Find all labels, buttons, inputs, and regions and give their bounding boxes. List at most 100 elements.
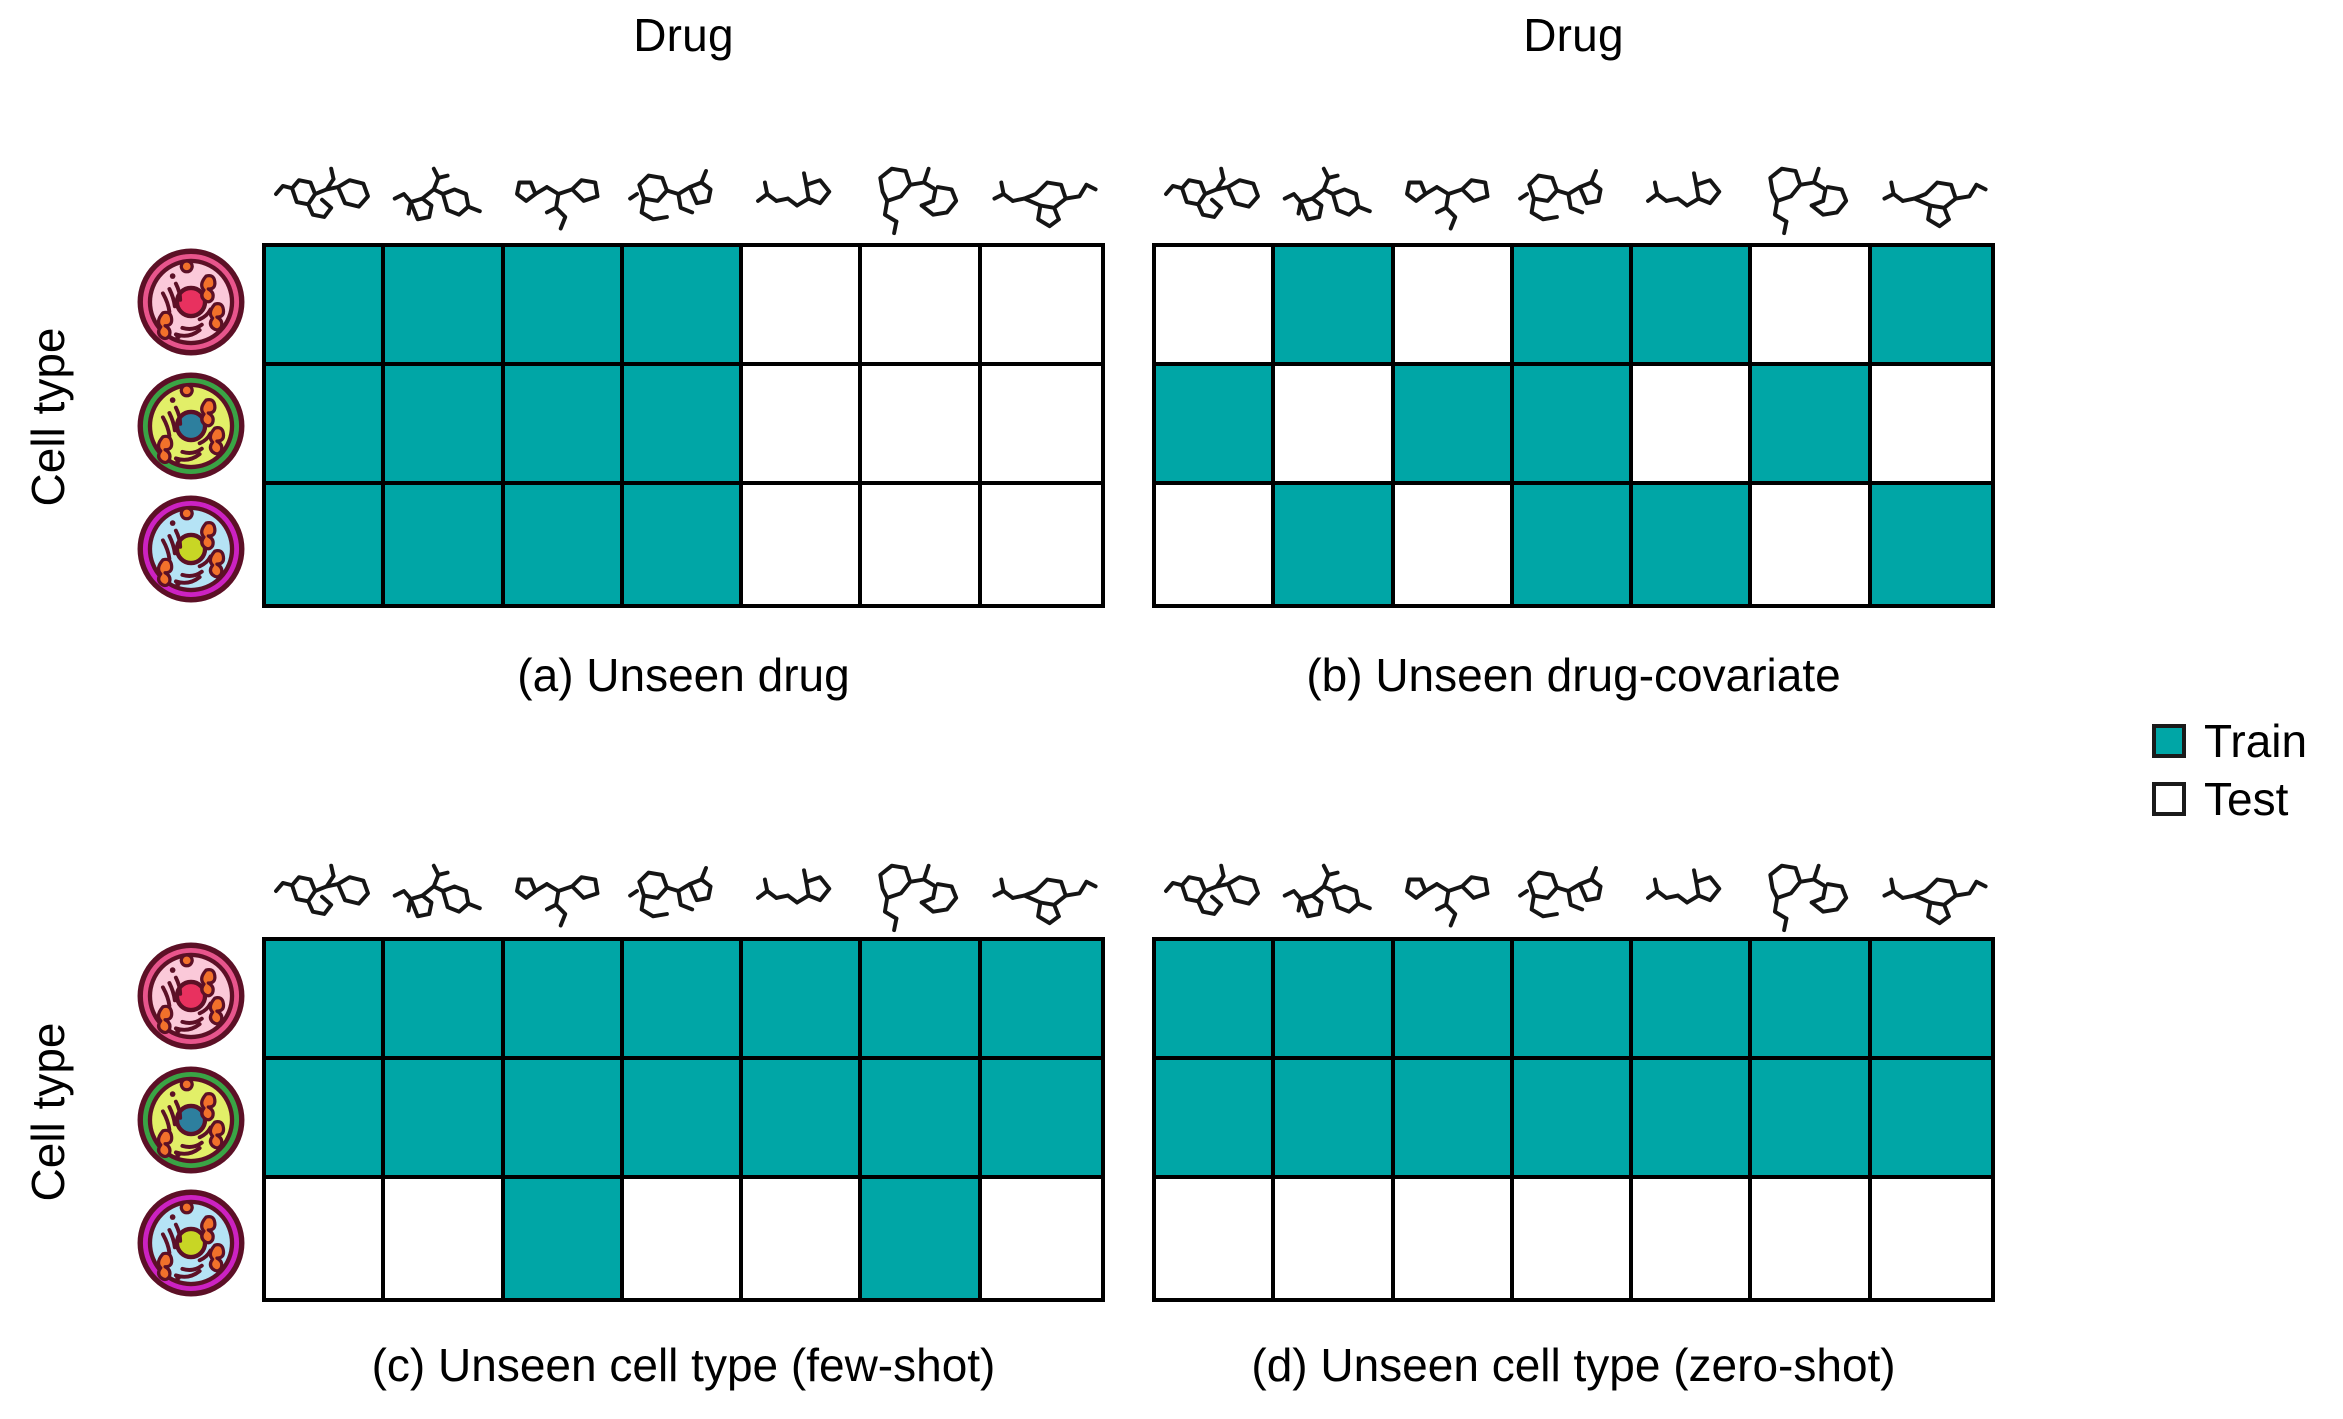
heatmap-cell[interactable] xyxy=(385,1179,505,1298)
legend-item-train[interactable]: Train xyxy=(2152,718,2307,764)
heatmap-cell[interactable] xyxy=(862,1179,982,1298)
heatmap-cell[interactable] xyxy=(1633,1179,1753,1298)
heatmap-cell[interactable] xyxy=(623,1179,744,1298)
heatmap-cell[interactable] xyxy=(862,941,982,1060)
heatmap-cell[interactable] xyxy=(1871,1060,1991,1179)
heatmap-cell[interactable] xyxy=(504,1179,624,1298)
heatmap-cell[interactable] xyxy=(1394,1179,1514,1298)
heatmap-cell[interactable] xyxy=(981,485,1101,604)
heatmap-cell[interactable] xyxy=(1394,1060,1514,1179)
molecule-structure-icon xyxy=(1882,180,1988,229)
heatmap-cell[interactable] xyxy=(743,247,863,366)
cell-type-column-panel-a xyxy=(137,248,247,603)
heatmap-cell[interactable] xyxy=(1275,1179,1395,1298)
heatmap-cell[interactable] xyxy=(1633,485,1753,604)
heatmap-cell[interactable] xyxy=(1394,485,1514,604)
heatmap-cell[interactable] xyxy=(623,941,744,1060)
heatmap-cell[interactable] xyxy=(385,485,505,604)
heatmap-cell[interactable] xyxy=(1871,941,1991,1060)
heatmap-cell[interactable] xyxy=(743,366,863,485)
heatmap-cell[interactable] xyxy=(266,941,386,1060)
heatmap-cell[interactable] xyxy=(1156,366,1276,485)
heatmap-cell[interactable] xyxy=(266,485,386,604)
molecule-strip-panel-d xyxy=(1152,845,1995,937)
heatmap-cell[interactable] xyxy=(1513,247,1634,366)
heatmap-cell[interactable] xyxy=(504,1060,624,1179)
drug-molecule-7 xyxy=(1875,845,1995,937)
heatmap-cell[interactable] xyxy=(1752,485,1872,604)
heatmap-cell[interactable] xyxy=(1752,941,1872,1060)
heatmap-cell[interactable] xyxy=(1752,366,1872,485)
cell-type-3-icon xyxy=(137,1189,245,1297)
heatmap-cell[interactable] xyxy=(623,485,744,604)
heatmap-cell[interactable] xyxy=(1394,247,1514,366)
heatmap-cell[interactable] xyxy=(266,1179,386,1298)
heatmap-cell[interactable] xyxy=(1156,247,1276,366)
drug-molecule-3 xyxy=(503,148,623,240)
heatmap-grid-panel-d[interactable] xyxy=(1152,937,1995,1302)
heatmap-cell[interactable] xyxy=(862,485,982,604)
heatmap-cell[interactable] xyxy=(862,247,982,366)
heatmap-cell[interactable] xyxy=(1871,366,1991,485)
heatmap-cell[interactable] xyxy=(981,941,1101,1060)
heatmap-cell[interactable] xyxy=(1156,1179,1276,1298)
heatmap-cell[interactable] xyxy=(862,1060,982,1179)
heatmap-cell[interactable] xyxy=(1633,941,1753,1060)
heatmap-cell[interactable] xyxy=(1513,1060,1634,1179)
heatmap-cell[interactable] xyxy=(266,1060,386,1179)
heatmap-cell[interactable] xyxy=(1394,941,1514,1060)
heatmap-cell[interactable] xyxy=(266,247,386,366)
heatmap-cell[interactable] xyxy=(1275,941,1395,1060)
heatmap-cell[interactable] xyxy=(1156,1060,1276,1179)
heatmap-cell[interactable] xyxy=(981,1179,1101,1298)
heatmap-cell[interactable] xyxy=(1513,941,1634,1060)
heatmap-cell[interactable] xyxy=(1871,1179,1991,1298)
heatmap-cell[interactable] xyxy=(1633,247,1753,366)
heatmap-cell[interactable] xyxy=(385,247,505,366)
heatmap-cell[interactable] xyxy=(1394,366,1514,485)
heatmap-cell[interactable] xyxy=(743,1179,863,1298)
heatmap-cell[interactable] xyxy=(981,1060,1101,1179)
heatmap-cell[interactable] xyxy=(623,247,744,366)
drug-molecule-7 xyxy=(1875,148,1995,240)
heatmap-cell[interactable] xyxy=(504,941,624,1060)
heatmap-cell[interactable] xyxy=(1871,247,1991,366)
heatmap-cell[interactable] xyxy=(743,941,863,1060)
heatmap-grid-panel-a[interactable] xyxy=(262,243,1105,608)
heatmap-cell[interactable] xyxy=(1275,247,1395,366)
heatmap-cell[interactable] xyxy=(504,247,624,366)
heatmap-cell[interactable] xyxy=(1513,1179,1634,1298)
heatmap-cell[interactable] xyxy=(1275,366,1395,485)
legend-item-test[interactable]: Test xyxy=(2152,776,2307,822)
heatmap-cell[interactable] xyxy=(1275,1060,1395,1179)
heatmap-grid-panel-b[interactable] xyxy=(1152,243,1995,608)
heatmap-cell[interactable] xyxy=(1752,247,1872,366)
heatmap-cell[interactable] xyxy=(743,485,863,604)
heatmap-cell[interactable] xyxy=(1275,485,1395,604)
heatmap-cell[interactable] xyxy=(981,366,1101,485)
heatmap-cell[interactable] xyxy=(1156,485,1276,604)
heatmap-cell[interactable] xyxy=(1633,366,1753,485)
heatmap-cell[interactable] xyxy=(1752,1179,1872,1298)
heatmap-cell[interactable] xyxy=(1871,485,1991,604)
heatmap-cell[interactable] xyxy=(623,366,744,485)
heatmap-cell[interactable] xyxy=(385,1060,505,1179)
heatmap-cell[interactable] xyxy=(385,366,505,485)
heatmap-cell[interactable] xyxy=(981,247,1101,366)
heatmap-cell[interactable] xyxy=(504,485,624,604)
heatmap-cell[interactable] xyxy=(1633,1060,1753,1179)
heatmap-cell[interactable] xyxy=(1156,941,1276,1060)
heatmap-cell[interactable] xyxy=(385,941,505,1060)
heatmap-cell[interactable] xyxy=(1752,1060,1872,1179)
heatmap-cell[interactable] xyxy=(1513,485,1634,604)
drug-molecule-5 xyxy=(744,148,864,240)
heatmap-cell[interactable] xyxy=(743,1060,863,1179)
heatmap-cell[interactable] xyxy=(1513,366,1634,485)
heatmap-cell[interactable] xyxy=(266,366,386,485)
heatmap-cell[interactable] xyxy=(623,1060,744,1179)
heatmap-cell[interactable] xyxy=(504,366,624,485)
heatmap-cell[interactable] xyxy=(862,366,982,485)
heatmap-grid-panel-c[interactable] xyxy=(262,937,1105,1302)
molecule-structure-icon xyxy=(274,863,371,916)
